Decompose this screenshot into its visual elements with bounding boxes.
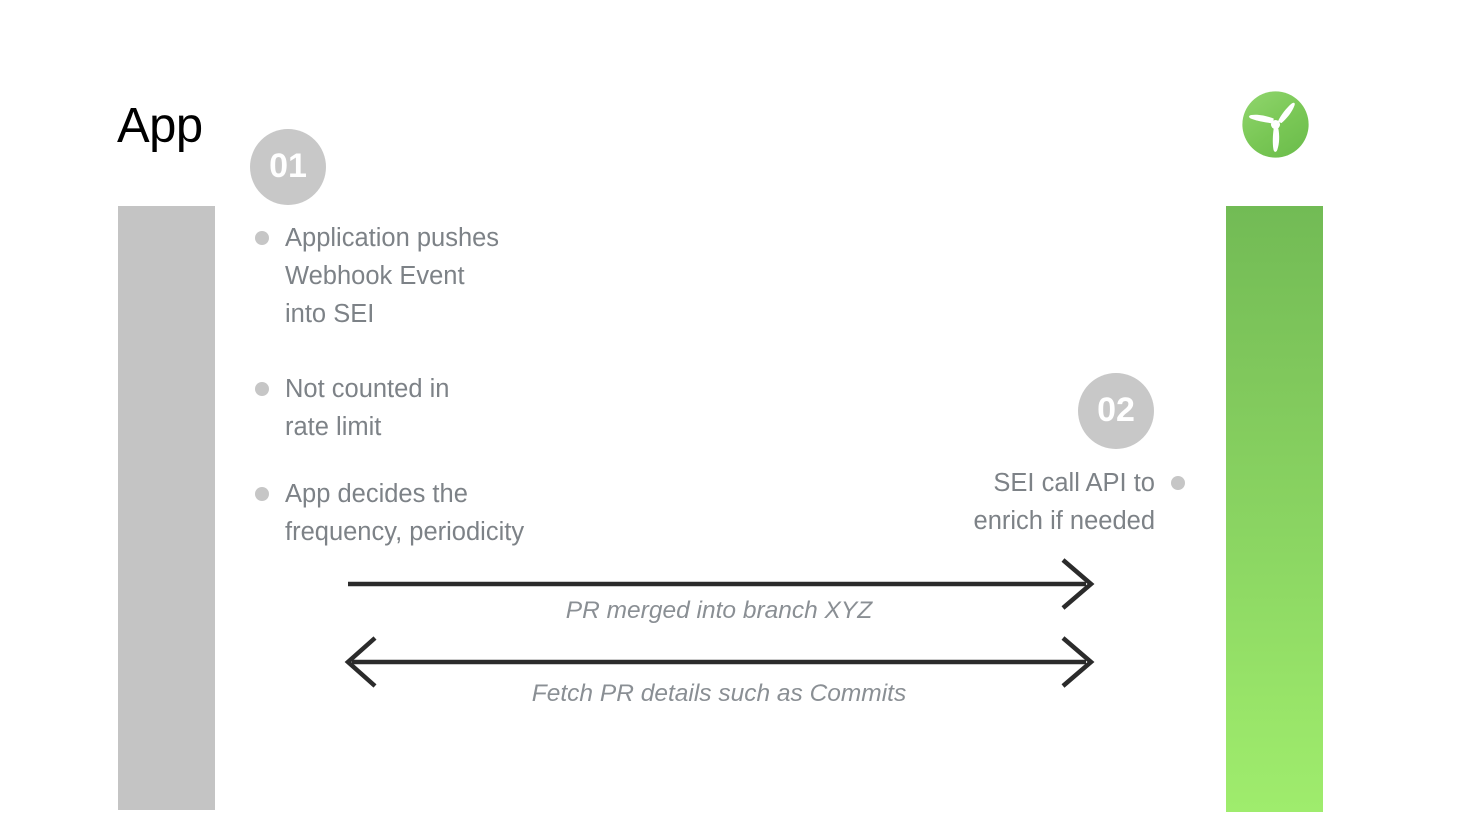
bullet-dot-icon	[255, 231, 269, 245]
bullet-text: App decides the frequency, periodicity	[285, 480, 525, 546]
step-02-bullet-group: SEI call API to enrich if needed	[820, 464, 1185, 540]
step-01-bullet-group-a: Application pushes Webhook Event into SE…	[255, 219, 675, 333]
bullet-text: Application pushes Webhook Event into SE…	[285, 224, 500, 328]
bullet-text: SEI call API to enrich if needed	[973, 469, 1155, 535]
step-badge-02: 02	[1078, 373, 1154, 449]
bullet-dot-icon	[1171, 476, 1185, 490]
bullet-text: Not counted in rate limit	[285, 375, 450, 441]
sei-lane-bar	[1226, 206, 1323, 812]
list-item: Not counted in rate limit	[255, 370, 675, 446]
message-label-1: PR merged into branch XYZ	[565, 597, 873, 624]
list-item: App decides the frequency, periodicity	[255, 475, 675, 551]
list-item: SEI call API to enrich if needed	[820, 464, 1185, 540]
page-title: App	[117, 99, 203, 153]
bullet-dot-icon	[255, 487, 269, 501]
step-badge-01: 01	[250, 129, 326, 205]
app-lane-bar	[118, 206, 215, 810]
bullet-dot-icon	[255, 382, 269, 396]
step-01-bullet-group-b: Not counted in rate limit App decides th…	[255, 370, 675, 551]
harness-propeller-logo-icon	[1241, 90, 1310, 159]
message-label-2: Fetch PR details such as Commits	[531, 680, 907, 707]
list-item: Application pushes Webhook Event into SE…	[255, 219, 675, 333]
